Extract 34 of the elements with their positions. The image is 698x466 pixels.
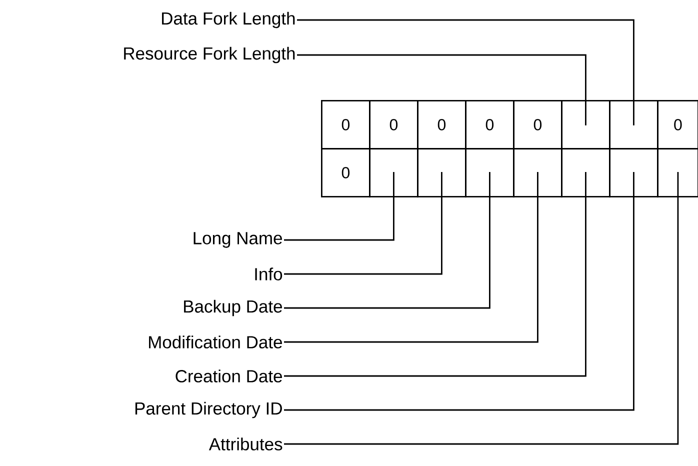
leader-line bbox=[297, 19, 634, 126]
leader-line bbox=[284, 172, 394, 241]
leader-line bbox=[284, 172, 442, 275]
table-cell: 0 bbox=[321, 148, 370, 198]
table-cell: 0 bbox=[465, 100, 514, 150]
table-cell bbox=[609, 148, 658, 198]
leader-line bbox=[284, 172, 586, 377]
table-cell: 0 bbox=[321, 100, 370, 150]
field-label: Resource Fork Length bbox=[124, 46, 295, 64]
field-label: Data Fork Length bbox=[162, 12, 295, 28]
leader-line bbox=[284, 172, 634, 411]
table-cell bbox=[561, 100, 610, 150]
field-label: Info bbox=[255, 268, 282, 280]
field-label: Long Name bbox=[194, 232, 282, 248]
table-cell: 0 bbox=[657, 100, 698, 150]
field-label: Modification Date bbox=[149, 336, 282, 348]
table-cell bbox=[369, 148, 418, 198]
leader-line bbox=[284, 172, 490, 309]
leader-line bbox=[297, 54, 586, 126]
field-label: Creation Date bbox=[176, 370, 282, 382]
table-cell bbox=[561, 148, 610, 198]
field-label: Parent Directory ID bbox=[135, 402, 282, 418]
table-cell: 0 bbox=[513, 100, 562, 150]
leader-line bbox=[284, 172, 679, 445]
table-cell bbox=[657, 148, 698, 198]
field-label: Backup Date bbox=[184, 300, 282, 316]
table-cell: 0 bbox=[369, 100, 418, 150]
table-cell bbox=[609, 100, 658, 150]
table-cell bbox=[465, 148, 514, 198]
leader-line bbox=[284, 172, 538, 343]
table-cell: 0 bbox=[417, 100, 466, 150]
table-cell bbox=[417, 148, 466, 198]
field-label: Attributes bbox=[208, 438, 282, 450]
table-cell bbox=[513, 148, 562, 198]
